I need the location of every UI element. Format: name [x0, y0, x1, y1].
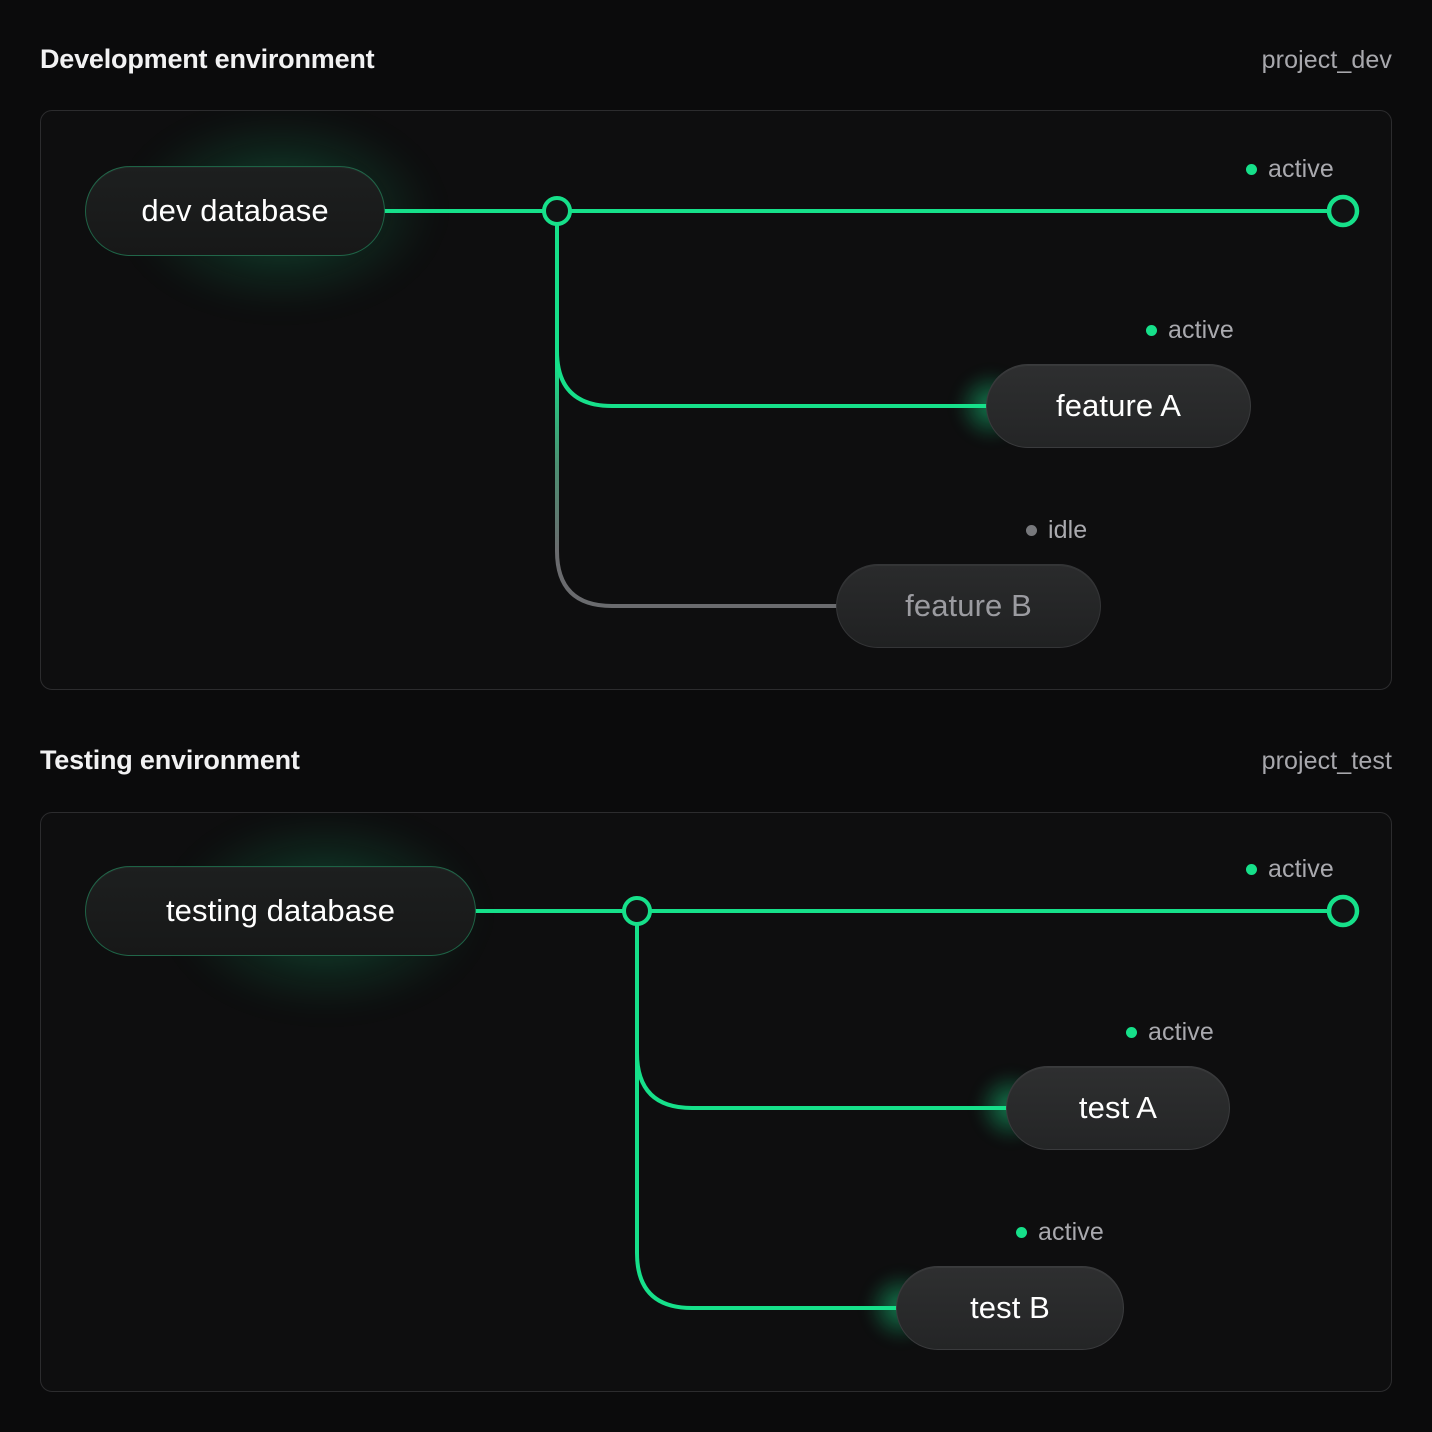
status-badge-feature-a: active — [1146, 316, 1234, 345]
topology-canvas-dev: active dev database active feature A idl… — [41, 111, 1391, 689]
status-dot-icon — [1246, 864, 1257, 875]
node-label: dev database — [141, 193, 329, 228]
edges-dev — [383, 194, 1360, 608]
project-name-dev: project_dev — [1261, 46, 1392, 74]
status-label: idle — [1048, 516, 1088, 544]
status-label: active — [1168, 316, 1234, 344]
junction-node-test — [622, 896, 652, 926]
status-dot-icon — [1016, 1227, 1027, 1238]
node-test-b[interactable]: test B — [896, 1266, 1124, 1350]
node-dev-database[interactable]: dev database — [85, 166, 385, 256]
environment-card-test: active testing database active test A ac… — [40, 812, 1392, 1392]
node-label: test B — [970, 1290, 1050, 1325]
section-header-test: Testing environment project_test — [40, 745, 1392, 776]
junction-node-dev — [542, 196, 572, 226]
node-label: feature A — [1056, 388, 1181, 423]
node-testing-database[interactable]: testing database — [85, 866, 476, 956]
edge-to-test-a — [635, 909, 1008, 1110]
endpoint-node-dev — [1326, 194, 1360, 228]
node-label: feature B — [905, 588, 1032, 623]
status-dot-icon — [1146, 325, 1157, 336]
node-feature-b[interactable]: feature B — [836, 564, 1101, 648]
endpoint-node-test — [1326, 894, 1360, 928]
project-name-test: project_test — [1261, 747, 1392, 775]
status-label: active — [1268, 155, 1334, 183]
edge-to-test-b — [635, 909, 898, 1310]
status-badge-test-a: active — [1126, 1018, 1214, 1047]
page-title-dev: Development environment — [40, 44, 375, 74]
node-label: test A — [1078, 1090, 1158, 1125]
node-feature-a[interactable]: feature A — [986, 364, 1251, 448]
status-label: active — [1038, 1218, 1104, 1246]
edges-test — [474, 894, 1360, 1310]
status-badge-feature-b: idle — [1026, 516, 1087, 545]
status-dot-icon — [1126, 1027, 1137, 1038]
status-label: active — [1148, 1018, 1214, 1046]
edge-to-feature-a — [555, 209, 988, 408]
status-badge-endpoint-dev: active — [1246, 155, 1334, 184]
page-title-test: Testing environment — [40, 745, 300, 775]
status-dot-icon — [1026, 525, 1037, 536]
environment-card-dev: active dev database active feature A idl… — [40, 110, 1392, 690]
topology-canvas-test: active testing database active test A ac… — [41, 813, 1391, 1391]
node-test-a[interactable]: test A — [1006, 1066, 1230, 1150]
node-label: testing database — [165, 893, 396, 928]
status-label: active — [1268, 855, 1334, 883]
edge-to-feature-b — [555, 209, 838, 608]
status-badge-test-b: active — [1016, 1218, 1104, 1247]
status-badge-endpoint-test: active — [1246, 855, 1334, 884]
status-dot-icon — [1246, 164, 1257, 175]
section-header-dev: Development environment project_dev — [40, 44, 1392, 75]
